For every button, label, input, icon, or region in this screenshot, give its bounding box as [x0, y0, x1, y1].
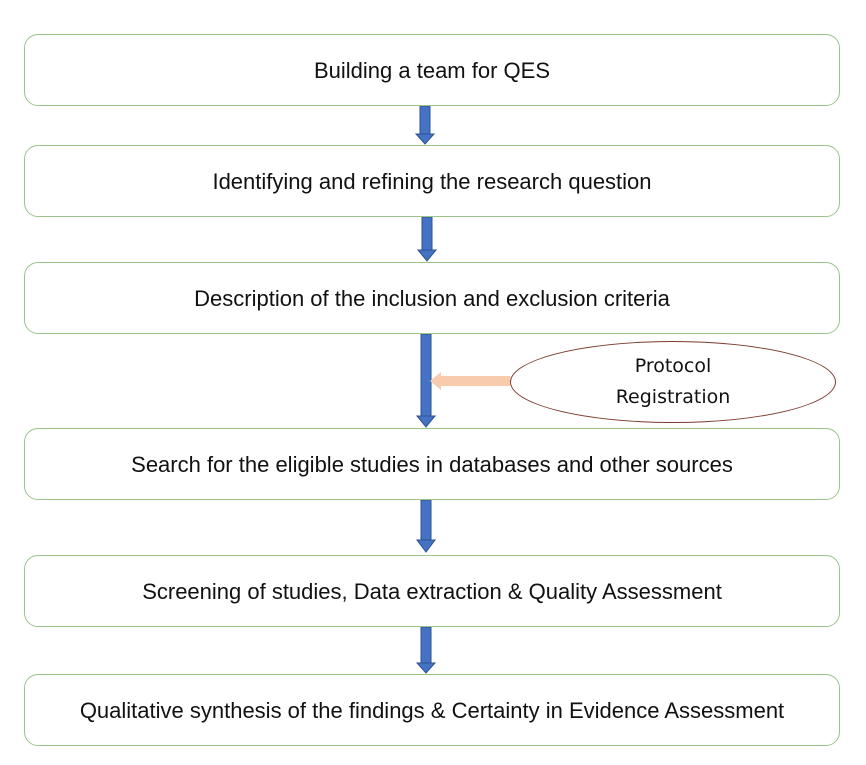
down-arrow-3-4	[415, 333, 437, 428]
step-qualitative-synthesis: Qualitative synthesis of the findings & …	[24, 674, 840, 746]
step-research-question: Identifying and refining the research qu…	[24, 145, 840, 217]
step-label: Screening of studies, Data extraction & …	[142, 578, 722, 604]
step-label: Qualitative synthesis of the findings & …	[79, 697, 785, 723]
protocol-label-line1: Protocol	[634, 355, 712, 377]
step-build-team: Building a team for QES	[24, 34, 840, 106]
down-arrow-1-2	[414, 105, 436, 145]
step-inclusion-criteria: Description of the inclusion and exclusi…	[24, 262, 840, 334]
step-label: Identifying and refining the research qu…	[212, 168, 652, 194]
step-screening-extraction: Screening of studies, Data extraction & …	[24, 555, 840, 627]
protocol-label-line2: Registration	[615, 386, 731, 408]
step-label: Description of the inclusion and exclusi…	[194, 285, 670, 311]
down-arrow-2-3	[416, 216, 438, 262]
side-arrow-protocol	[430, 372, 510, 390]
down-arrow-4-5	[416, 499, 436, 553]
step-search-studies: Search for the eligible studies in datab…	[24, 428, 840, 500]
step-label: Building a team for QES	[313, 57, 550, 83]
protocol-registration-node: Protocol Registration	[510, 341, 836, 423]
step-label: Search for the eligible studies in datab…	[131, 451, 733, 477]
down-arrow-5-6	[415, 626, 437, 674]
